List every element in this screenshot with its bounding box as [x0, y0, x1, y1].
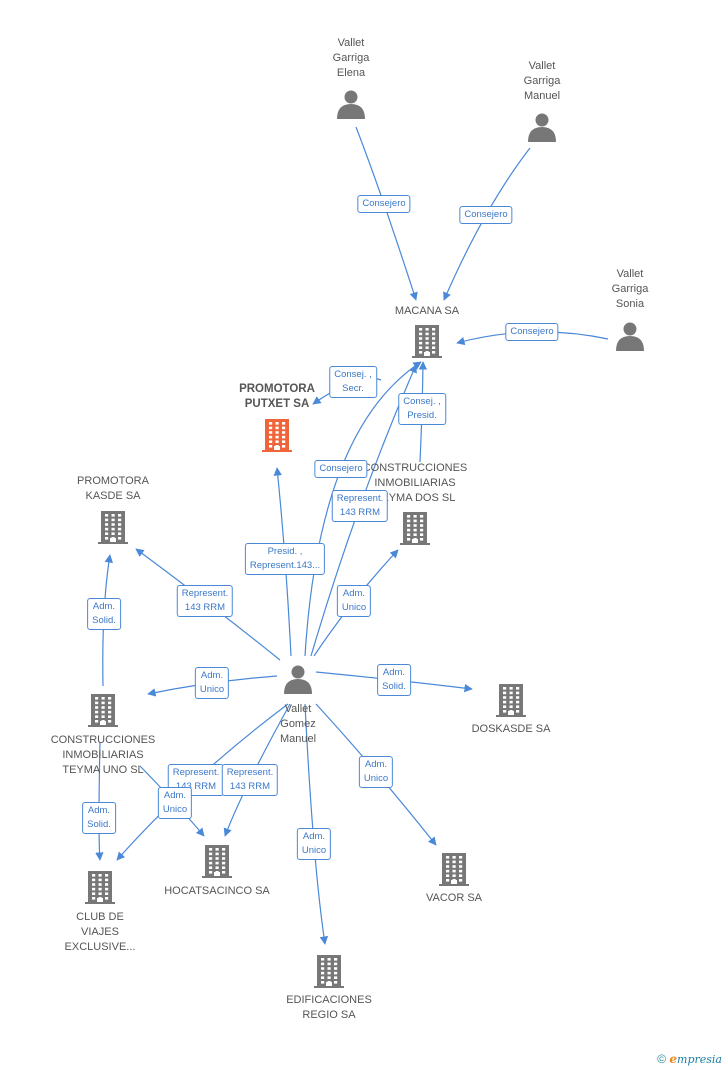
- node-label-edif[interactable]: EDIFICACIONES REGIO SA: [286, 994, 372, 1021]
- building-icon-vacor[interactable]: [439, 853, 469, 886]
- edge-label-teymauno-club[interactable]: Adm. Solid.: [82, 802, 116, 834]
- node-label-macana[interactable]: MACANA SA: [394, 305, 460, 317]
- edge-label-vgm-macana[interactable]: Consejero: [314, 460, 368, 478]
- building-icon-teymados[interactable]: [400, 512, 430, 545]
- edge-label-macana-putxet[interactable]: Consej. , Secr.: [329, 366, 377, 398]
- edge-label-vgm-putxet[interactable]: Presid. , Represent.143...: [244, 543, 326, 575]
- node-label-teymados[interactable]: CONSTRUCCIONES INMOBILIARIAS TEYMA DOS S…: [362, 462, 468, 504]
- edge-label-vgm-doskasde[interactable]: Adm. Solid.: [377, 664, 411, 696]
- edge-label-teymauno-kasde[interactable]: Adm. Solid.: [87, 598, 121, 630]
- building-icon-edif[interactable]: [314, 955, 344, 988]
- edge-label-teymados-macana[interactable]: Consej. , Presid.: [398, 393, 446, 425]
- building-icon-putxet[interactable]: [262, 419, 292, 452]
- building-icon-kasde[interactable]: [98, 511, 128, 544]
- edge-label-vgm-teymauno[interactable]: Adm. Unico: [194, 667, 230, 699]
- edge-label-teymauno-hocat[interactable]: Adm. Unico: [157, 787, 193, 819]
- node-label-hocat[interactable]: HOCATSACINCO SA: [164, 885, 270, 897]
- node-label-manuelg[interactable]: Vallet Garriga Manuel: [523, 60, 561, 102]
- building-icon-hocat[interactable]: [202, 845, 232, 878]
- edge-label-vgm-macana[interactable]: Represent. 143 RRM: [331, 490, 389, 522]
- brand-logo-text: mpresia: [677, 1053, 722, 1066]
- edge-label-vgm-edif[interactable]: Adm. Unico: [296, 828, 332, 860]
- building-icon-club[interactable]: [85, 871, 115, 904]
- edge-label-vgm-hocat[interactable]: Represent. 143 RRM: [221, 764, 279, 796]
- node-label-vgm[interactable]: Vallet Gomez Manuel: [279, 703, 317, 745]
- node-label-sonia[interactable]: Vallet Garriga Sonia: [611, 268, 649, 310]
- brand-footer: © empresia: [657, 1052, 722, 1066]
- building-icon-macana[interactable]: [412, 325, 442, 358]
- node-label-kasde[interactable]: PROMOTORA KASDE SA: [77, 475, 149, 502]
- edge-label-vgm-vacor[interactable]: Adm. Unico: [358, 756, 394, 788]
- node-label-club[interactable]: CLUB DE VIAJES EXCLUSIVE...: [64, 911, 136, 953]
- person-icon-sonia[interactable]: [616, 322, 644, 352]
- node-label-teymauno[interactable]: CONSTRUCCIONES INMOBILIARIAS TEYMA UNO S…: [50, 734, 156, 776]
- edge-label-elena-macana[interactable]: Consejero: [357, 195, 411, 213]
- brand-logo-e: e: [669, 1052, 678, 1066]
- edge-label-vgm-kasde[interactable]: Represent. 143 RRM: [176, 585, 234, 617]
- node-label-doskasde[interactable]: DOSKASDE SA: [471, 723, 551, 735]
- edge-label-manuelg-macana[interactable]: Consejero: [459, 206, 513, 224]
- edge-label-vgm-teymados[interactable]: Adm. Unico: [336, 585, 372, 617]
- person-icon-vgm[interactable]: [284, 665, 312, 695]
- person-icon-elena[interactable]: [337, 90, 365, 120]
- node-label-putxet[interactable]: PROMOTORA PUTXET SA: [239, 383, 315, 410]
- building-icon-teymauno[interactable]: [88, 694, 118, 727]
- building-icon-doskasde[interactable]: [496, 684, 526, 717]
- person-icon-manuelg[interactable]: [528, 113, 556, 143]
- node-label-elena[interactable]: Vallet Garriga Elena: [332, 37, 370, 79]
- copyright-symbol: ©: [657, 1052, 667, 1066]
- edge-label-sonia-macana[interactable]: Consejero: [505, 323, 559, 341]
- node-label-vacor[interactable]: VACOR SA: [425, 892, 483, 904]
